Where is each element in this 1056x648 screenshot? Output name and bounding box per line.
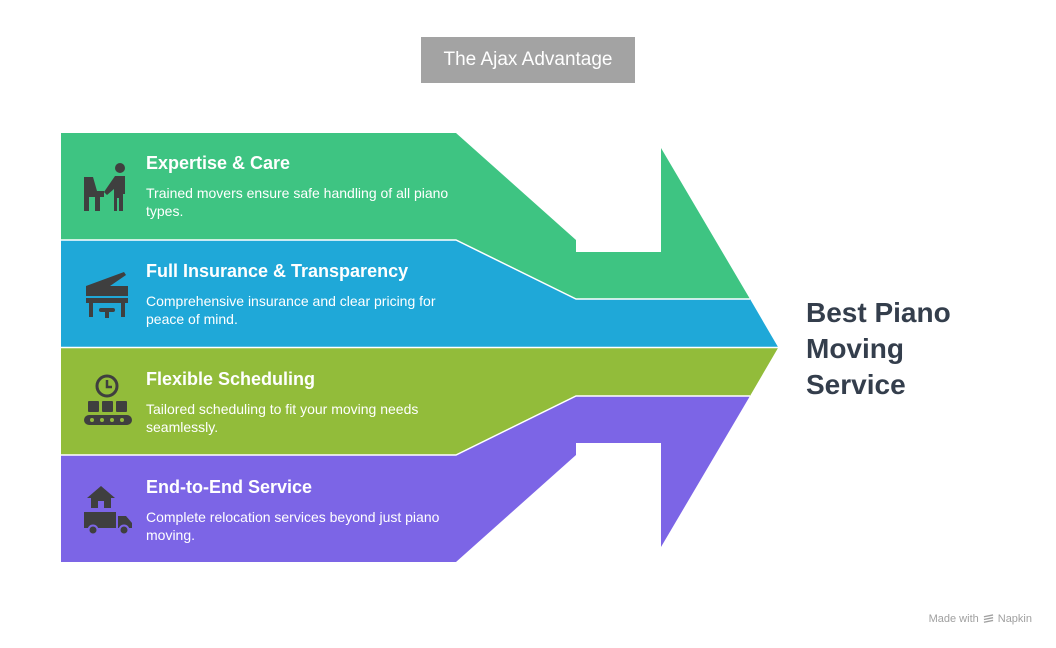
watermark: Made with Napkin xyxy=(929,613,1032,625)
item-description: Comprehensive insurance and clear pricin… xyxy=(146,293,436,327)
item-description: Tailored scheduling to fit your moving n… xyxy=(146,401,419,435)
grand-piano-icon xyxy=(86,272,128,318)
item-title: Flexible Scheduling xyxy=(146,369,316,389)
diagram-title: The Ajax Advantage xyxy=(421,37,635,83)
napkin-logo-icon xyxy=(983,613,993,623)
watermark-brand: Napkin xyxy=(997,613,1032,625)
item-description: Trained movers ensure safe handling of a… xyxy=(146,185,449,219)
band-shape-insurance xyxy=(61,240,778,347)
outcome-label: Best Piano Moving Service xyxy=(806,297,951,400)
clock-conveyor-icon xyxy=(84,374,132,425)
house-truck-icon xyxy=(84,486,132,536)
watermark-prefix: Made with xyxy=(928,613,979,625)
item-title: End-to-End Service xyxy=(146,477,313,497)
piano-mover-icon xyxy=(84,163,125,211)
band-shape-service xyxy=(61,396,750,562)
item-title: Full Insurance & Transparency xyxy=(146,261,409,281)
band-shape-expertise xyxy=(61,133,750,299)
item-title: Expertise & Care xyxy=(146,153,291,173)
band-shape-scheduling xyxy=(61,348,778,455)
band-divider xyxy=(61,239,750,300)
item-description: Complete relocation services beyond just… xyxy=(146,509,440,543)
band-divider xyxy=(61,395,750,456)
